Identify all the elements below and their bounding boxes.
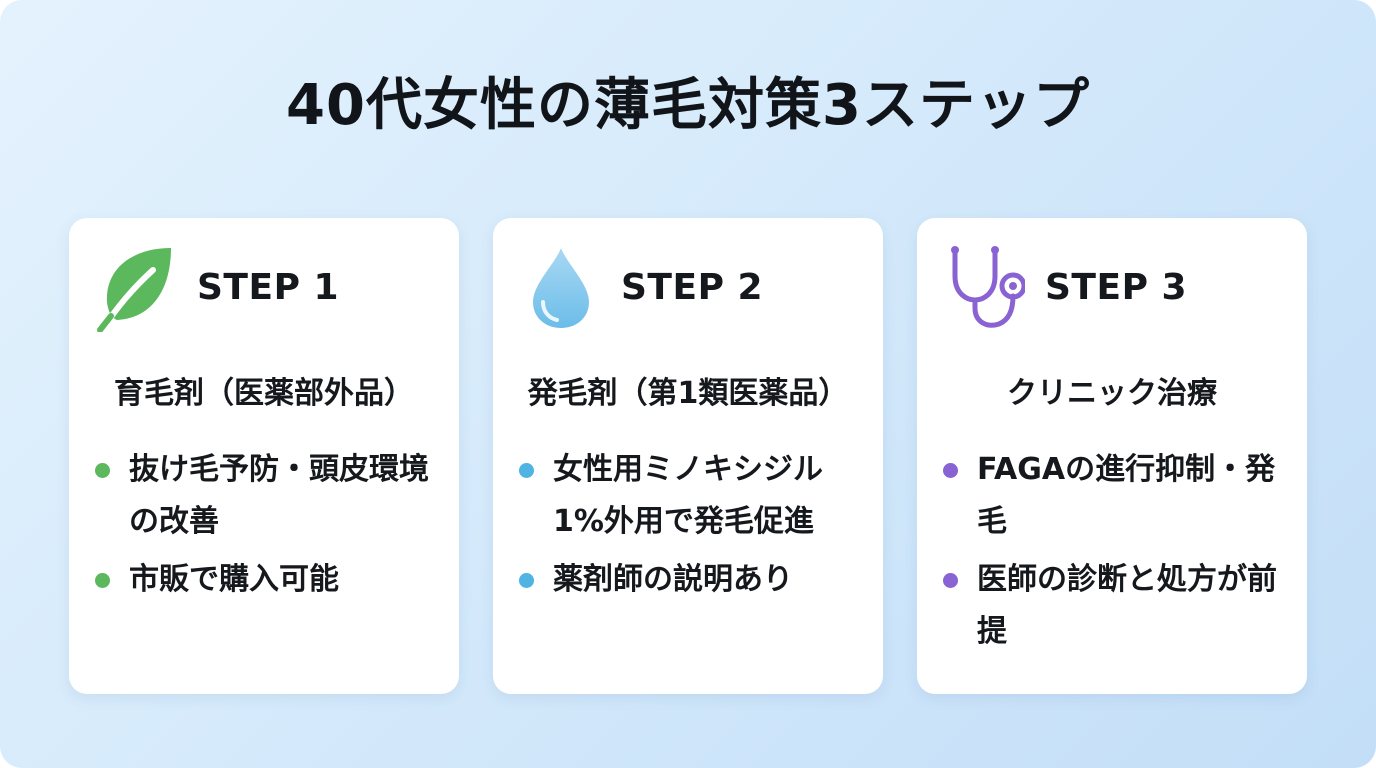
bullet-dot [95,573,110,588]
leaf-icon [97,242,177,332]
step-3-bullets: FAGAの進行抑制・発毛 医師の診断と処方が前提 [941,444,1291,664]
page-title: 40代女性の薄毛対策3ステップ [286,73,1090,138]
bullet-dot [519,463,534,478]
step-3-label: STEP 3 [1045,266,1188,308]
step-2-subtitle: 発毛剤（第1類医薬品） [527,376,849,411]
stethoscope-icon [945,242,1025,332]
bullet-dot [943,573,958,588]
step-1-subtitle: 育毛剤（医薬部外品） [114,376,414,411]
list-item: 女性用ミノキシジル1%外用で発毛促進 [517,444,867,548]
step-1-label: STEP 1 [197,266,340,308]
step-1-card: STEP 1 育毛剤（医薬部外品） 抜け毛予防・頭皮環境の改善 市販で購入可能 [69,218,459,694]
step-3-card: STEP 3 クリニック治療 FAGAの進行抑制・発毛 医師の診断と処方が前提 [917,218,1307,694]
step-1-bullets: 抜け毛予防・頭皮環境の改善 市販で購入可能 [93,444,443,612]
step-3-subtitle: クリニック治療 [1007,376,1217,411]
list-item: 市販で購入可能 [93,554,443,606]
step-2-bullets: 女性用ミノキシジル1%外用で発毛促進 薬剤師の説明あり [517,444,867,612]
step-2-label: STEP 2 [621,266,764,308]
list-item: 薬剤師の説明あり [517,554,867,606]
bullet-dot [943,463,958,478]
bullet-dot [95,463,110,478]
step-2-card: STEP 2 発毛剤（第1類医薬品） 女性用ミノキシジル1%外用で発毛促進 薬剤… [493,218,883,694]
step-1-header: STEP 1 [97,242,339,332]
list-item: 医師の診断と処方が前提 [941,554,1291,658]
list-item: FAGAの進行抑制・発毛 [941,444,1291,548]
water-drop-icon [521,242,601,332]
list-item: 抜け毛予防・頭皮環境の改善 [93,444,443,548]
step-2-header: STEP 2 [521,242,763,332]
bullet-dot [519,573,534,588]
step-3-header: STEP 3 [945,242,1187,332]
